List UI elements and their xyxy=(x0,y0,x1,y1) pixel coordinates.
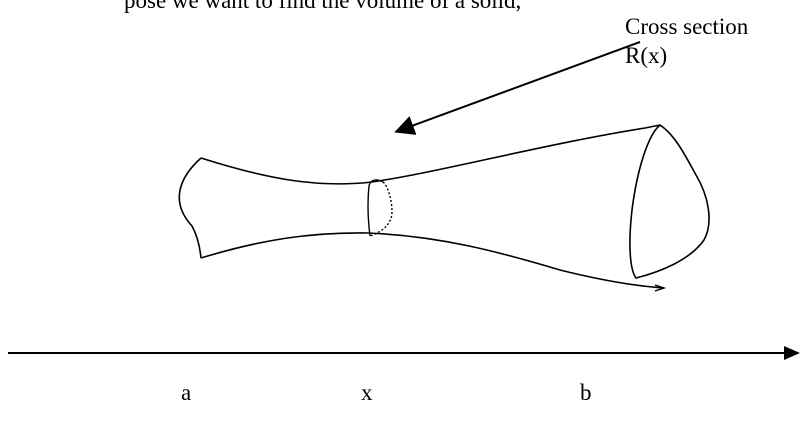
solid-bottom-curve xyxy=(200,232,665,289)
solid-left-end xyxy=(178,157,202,259)
x-axis-arrowhead xyxy=(784,346,800,360)
cross-section-back xyxy=(369,181,393,237)
solid-bottom-end-tip xyxy=(654,284,667,292)
solid-top-curve xyxy=(200,124,661,185)
axis-label-b: b xyxy=(580,380,592,405)
cross-section-front xyxy=(367,179,384,237)
axis-label-x: x xyxy=(361,380,373,405)
solid-right-end xyxy=(629,124,710,279)
axis-label-a: a xyxy=(181,380,192,405)
cross-section-label: Cross section xyxy=(625,14,749,39)
pointer-arrow xyxy=(394,41,641,135)
cross-section-function-label: R(x) xyxy=(625,43,668,68)
intro-text: pose we want to find the volume of a sol… xyxy=(124,0,522,13)
